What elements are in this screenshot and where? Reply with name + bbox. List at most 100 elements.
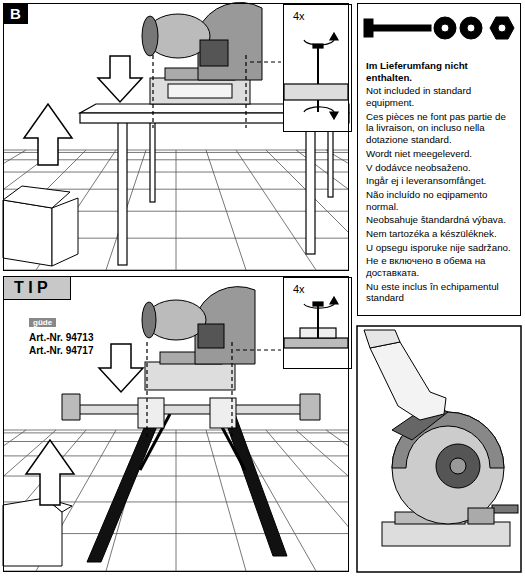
inset-detail	[317, 48, 319, 84]
mitre-saw	[168, 84, 232, 98]
bolt-nut-icons	[441, 24, 449, 32]
inset-detail	[317, 306, 319, 338]
step-panel: B 4x	[3, 3, 349, 271]
bolt-nut-icons	[364, 17, 514, 39]
inset-detail	[284, 4, 348, 131]
bolt-line	[147, 342, 281, 440]
step-letter: B	[4, 4, 28, 24]
notice-heading: Im Lieferumfang nicht enthalten.	[366, 60, 514, 83]
table	[150, 122, 155, 202]
up-arrow	[26, 440, 74, 505]
saw-stand	[300, 394, 320, 420]
mitre-saw	[195, 287, 255, 364]
notice-text: Não incluído no eqipamento normal.	[366, 189, 514, 212]
notice-text: Nu este inclus în echipamentul standard	[366, 281, 514, 304]
notice-text: Not included in standard equipment.	[366, 85, 514, 108]
mitre-saw	[198, 324, 224, 348]
bolt-line	[153, 55, 281, 128]
floor-tiles	[236, 150, 316, 270]
hand-on-saw	[364, 330, 400, 348]
mitre-saw	[200, 40, 228, 66]
mitre-saw	[150, 78, 250, 104]
mitre-saw	[142, 287, 255, 390]
mitre-saw	[198, 2, 262, 80]
article-number: Art.-Nr. 94713	[29, 332, 93, 343]
inset-detail	[284, 338, 348, 348]
saw-stand	[70, 405, 316, 414]
article-number: Art.-Nr. 94717	[29, 345, 93, 356]
up-arrow	[24, 104, 72, 165]
bolt-line	[250, 61, 281, 62]
floor-tiles	[176, 150, 177, 270]
floor-tiles	[0, 150, 86, 270]
inset-detail	[330, 112, 338, 119]
inset-detail	[284, 4, 348, 131]
inset-detail	[284, 84, 348, 100]
bolt-line	[236, 349, 281, 350]
mitre-saw	[145, 362, 235, 390]
bolt-nut-icons	[467, 24, 475, 32]
notice-panel: Im Lieferumfang nicht enthalten.Not incl…	[357, 3, 521, 316]
bolt-nut-icons	[364, 19, 373, 37]
mitre-saw	[142, 16, 158, 56]
hand-on-saw	[450, 458, 466, 474]
cardboard-box	[3, 200, 52, 266]
mitre-saw	[142, 2, 262, 104]
panel-frame	[357, 326, 521, 572]
saw-stand	[223, 414, 287, 556]
inset-detail	[313, 302, 323, 306]
cardboard-box	[3, 186, 78, 266]
notice-text: Ingår ej i leveransomfånget.	[366, 175, 514, 187]
down-arrow	[99, 344, 143, 392]
bolt-nut-icons	[490, 17, 514, 39]
mitre-saw	[142, 302, 156, 338]
floor-tiles	[348, 148, 525, 272]
quantity-label: 4x	[284, 278, 351, 295]
notice-text: Не е включено в обема на доставката.	[366, 255, 514, 278]
tip-heading: T I P	[4, 277, 71, 300]
saw-stand	[62, 394, 80, 420]
table	[306, 122, 315, 254]
saw-stand	[62, 394, 320, 562]
table	[118, 122, 127, 265]
hand-on-saw	[492, 505, 518, 513]
bolt-nut-icons	[460, 17, 482, 39]
notice-text: Neobsahuje štandardná výbava.	[366, 214, 514, 226]
inset-detail	[304, 38, 334, 45]
cardboard-box	[52, 198, 78, 266]
hand-on-saw	[382, 522, 510, 546]
notice-text: V dodávce neobsaženo.	[366, 162, 514, 174]
bolt-line	[245, 55, 246, 128]
bolt-line	[152, 55, 153, 128]
hand-on-saw	[370, 342, 446, 420]
bolt-line	[146, 342, 147, 440]
cardboard-box	[3, 498, 62, 566]
saw-stand	[138, 398, 164, 428]
hand-on-saw	[364, 330, 518, 546]
floor-tiles	[176, 430, 177, 571]
table	[328, 122, 333, 197]
down-arrow	[98, 56, 142, 102]
inset-detail	[330, 33, 338, 40]
detail-inset: 4x	[283, 277, 352, 369]
bolt-nut-icons	[498, 24, 506, 32]
inset-detail	[304, 107, 334, 114]
notice-text: Wordt niet meegeleverd.	[366, 148, 514, 160]
hand-on-saw	[468, 508, 494, 524]
floor-tiles	[0, 150, 56, 270]
inset-detail	[317, 100, 319, 112]
notice-text: Ces pièces ne font pas partie de la livr…	[366, 111, 514, 146]
floor-tiles	[0, 148, 525, 272]
floor-tiles	[0, 430, 86, 571]
floor-tiles	[206, 150, 246, 270]
bolt-nut-icons	[434, 17, 456, 39]
bolt-line	[231, 342, 232, 440]
inset-detail	[330, 297, 338, 304]
notice-text: Nem tartozéka a készüléknek.	[366, 228, 514, 240]
notice-text: U opsegu isporuke nije sadržano.	[366, 242, 514, 254]
detail-inset: 4x	[283, 4, 352, 132]
bolt-nut-icons	[373, 25, 431, 31]
hand-on-saw	[436, 444, 480, 488]
cardboard-box	[3, 498, 72, 566]
quantity-label: 4x	[284, 5, 351, 22]
